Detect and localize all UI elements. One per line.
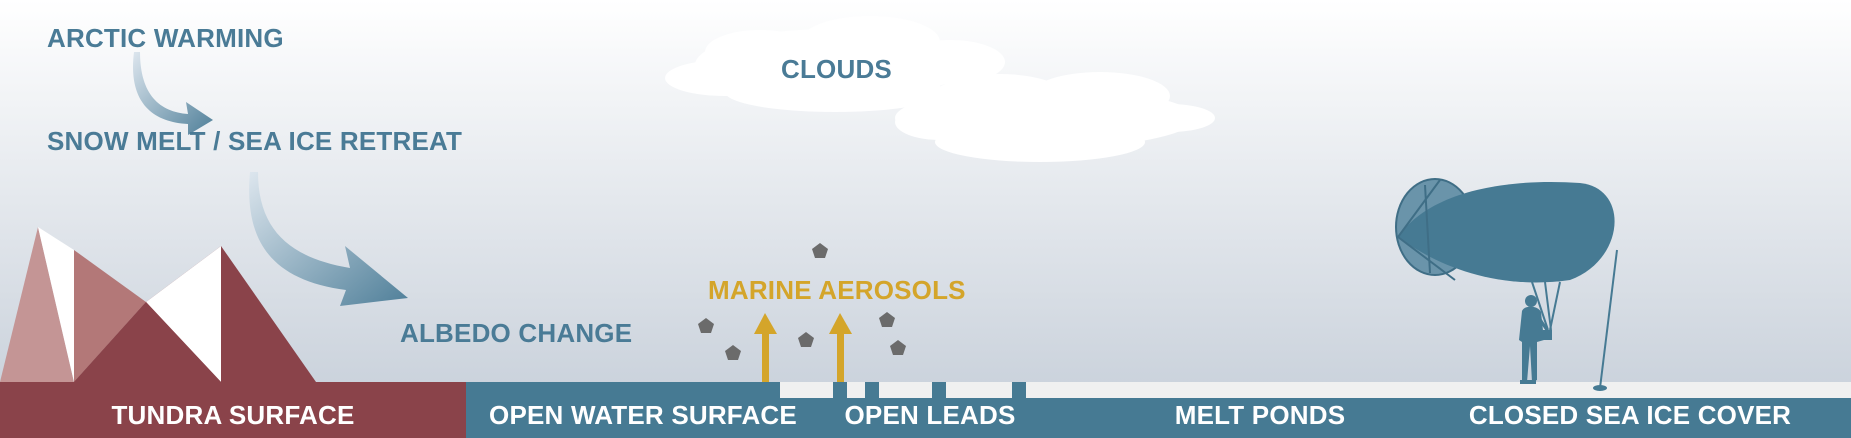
aerosol-particle-icon xyxy=(890,340,906,355)
mountain-icon xyxy=(0,227,316,382)
open-lead-4 xyxy=(1012,382,1026,400)
snow-melt-label: SNOW MELT / SEA ICE RETREAT xyxy=(47,126,463,156)
aerosol-particle-icon xyxy=(798,332,814,347)
open-water-area xyxy=(466,382,780,400)
open-lead-3 xyxy=(932,382,946,400)
aerosol-particles xyxy=(698,243,906,360)
open-lead-1 xyxy=(833,382,847,400)
tundra-surface-label: TUNDRA SURFACE xyxy=(111,400,355,430)
up-arrow-icon xyxy=(754,313,777,382)
researcher-icon xyxy=(1519,295,1552,384)
marine-aerosols-label: MARINE AEROSOLS xyxy=(708,275,966,305)
ice-surface xyxy=(460,382,1851,400)
cloud-icon xyxy=(895,72,1215,162)
arctic-warming-label: ARCTIC WARMING xyxy=(47,23,284,53)
open-water-surface-label: OPEN WATER SURFACE xyxy=(489,400,797,430)
aerosol-particle-icon xyxy=(879,312,895,327)
ocean-bar xyxy=(466,398,1851,438)
tethered-balloon-icon xyxy=(1395,178,1618,391)
up-arrow-icon xyxy=(829,313,852,382)
aerosol-particle-icon xyxy=(698,318,714,333)
open-lead-2 xyxy=(865,382,879,400)
tundra-bar xyxy=(0,382,466,438)
aerosol-particle-icon xyxy=(725,345,741,360)
open-leads-label: OPEN LEADS xyxy=(844,400,1016,430)
albedo-change-label: ALBEDO CHANGE xyxy=(400,318,633,348)
melt-ponds-label: MELT PONDS xyxy=(1174,400,1346,430)
curved-arrow-icon xyxy=(133,52,213,135)
clouds-label: CLOUDS xyxy=(781,54,892,84)
cloud-icon xyxy=(665,16,1005,112)
aerosol-particle-icon xyxy=(812,243,828,258)
closed-sea-ice-cover-label: CLOSED SEA ICE COVER xyxy=(1468,400,1792,430)
curved-arrow-icon xyxy=(249,172,408,306)
